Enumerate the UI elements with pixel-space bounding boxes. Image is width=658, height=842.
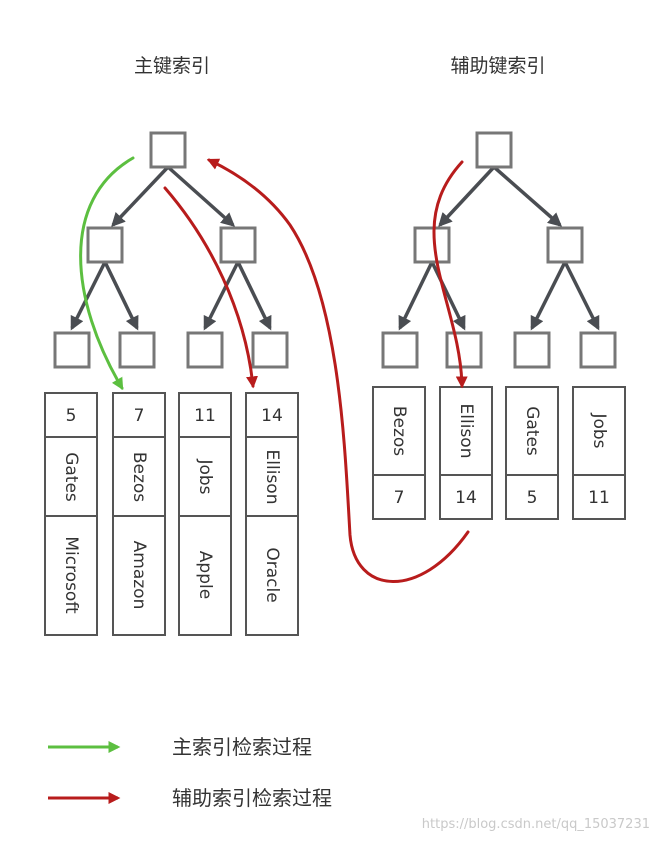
tree-edge xyxy=(203,261,240,331)
leaf-node xyxy=(186,331,224,369)
internal-node xyxy=(546,226,584,264)
record-id: 14 xyxy=(455,488,477,508)
primary-leaf-records xyxy=(44,392,299,636)
tree-edge xyxy=(111,165,170,228)
tree-edge xyxy=(438,165,496,228)
record-id: 7 xyxy=(394,488,405,508)
tree-edge xyxy=(398,261,434,331)
record-id: 14 xyxy=(261,406,283,426)
record-name: Jobs xyxy=(195,458,215,494)
legend: 主索引检索过程 辅助索引检索过程 xyxy=(48,735,332,810)
record-company: Apple xyxy=(195,551,215,599)
record-company: Oracle xyxy=(262,547,282,602)
root-node xyxy=(475,131,513,169)
record-id: 5 xyxy=(66,406,77,426)
record-name: Gates xyxy=(522,406,542,456)
leaf-node xyxy=(251,331,289,369)
primary-index-title: 主键索引 xyxy=(134,55,210,77)
leaf-node xyxy=(381,331,419,369)
tree-edge xyxy=(103,261,139,331)
internal-node xyxy=(219,226,257,264)
tree-edge xyxy=(166,165,236,227)
primary-search-path-arrow xyxy=(79,156,135,391)
leaf-node xyxy=(53,331,91,369)
record-box xyxy=(372,386,426,520)
primary-secondary-path-arrow xyxy=(163,186,258,389)
tree-edge xyxy=(430,261,466,331)
tree-edge xyxy=(530,261,567,331)
record-company: Amazon xyxy=(129,541,149,610)
record-box xyxy=(572,386,626,520)
back-to-primary-root-arrow xyxy=(206,158,470,583)
leaf-node xyxy=(445,331,483,369)
record-box xyxy=(505,386,559,520)
primary-leaf-texts: 5 Gates Microsoft 7 Bezos Amazon 11 Jobs… xyxy=(61,406,283,614)
secondary-tree-nodes xyxy=(381,131,617,369)
internal-node xyxy=(86,226,124,264)
leaf-node xyxy=(513,331,551,369)
tree-edge xyxy=(236,261,272,331)
record-box xyxy=(112,392,166,636)
legend-secondary-label: 辅助索引检索过程 xyxy=(172,786,332,810)
tree-edge xyxy=(492,165,563,227)
tree-edge xyxy=(563,261,600,331)
primary-tree-edges xyxy=(70,165,272,331)
leaf-node xyxy=(579,331,617,369)
record-id: 11 xyxy=(588,488,610,508)
record-id: 5 xyxy=(527,488,538,508)
record-box xyxy=(44,392,98,636)
primary-tree-nodes xyxy=(53,131,289,369)
record-name: Bezos xyxy=(389,406,409,456)
record-box xyxy=(178,392,232,636)
record-box xyxy=(245,392,299,636)
record-company: Microsoft xyxy=(61,536,81,614)
legend-primary-label: 主索引检索过程 xyxy=(172,735,312,759)
watermark-text: https://blog.csdn.net/qq_15037231 xyxy=(422,817,650,832)
record-name: Ellison xyxy=(456,404,476,459)
record-id: 7 xyxy=(134,406,145,426)
leaf-node xyxy=(118,331,156,369)
record-name: Jobs xyxy=(589,412,609,448)
secondary-index-title: 辅助键索引 xyxy=(450,55,545,77)
secondary-leaf-texts: Bezos 7 Ellison 14 Gates 5 Jobs 11 xyxy=(389,404,610,508)
record-name: Ellison xyxy=(262,450,282,505)
root-node xyxy=(149,131,187,169)
internal-node xyxy=(413,226,451,264)
record-name: Bezos xyxy=(129,452,149,502)
tree-edge xyxy=(70,261,107,331)
record-id: 11 xyxy=(194,406,216,426)
search-paths xyxy=(79,156,470,583)
secondary-tree-edges xyxy=(398,165,600,331)
record-name: Gates xyxy=(61,452,81,502)
secondary-search-path-arrow xyxy=(432,160,468,389)
